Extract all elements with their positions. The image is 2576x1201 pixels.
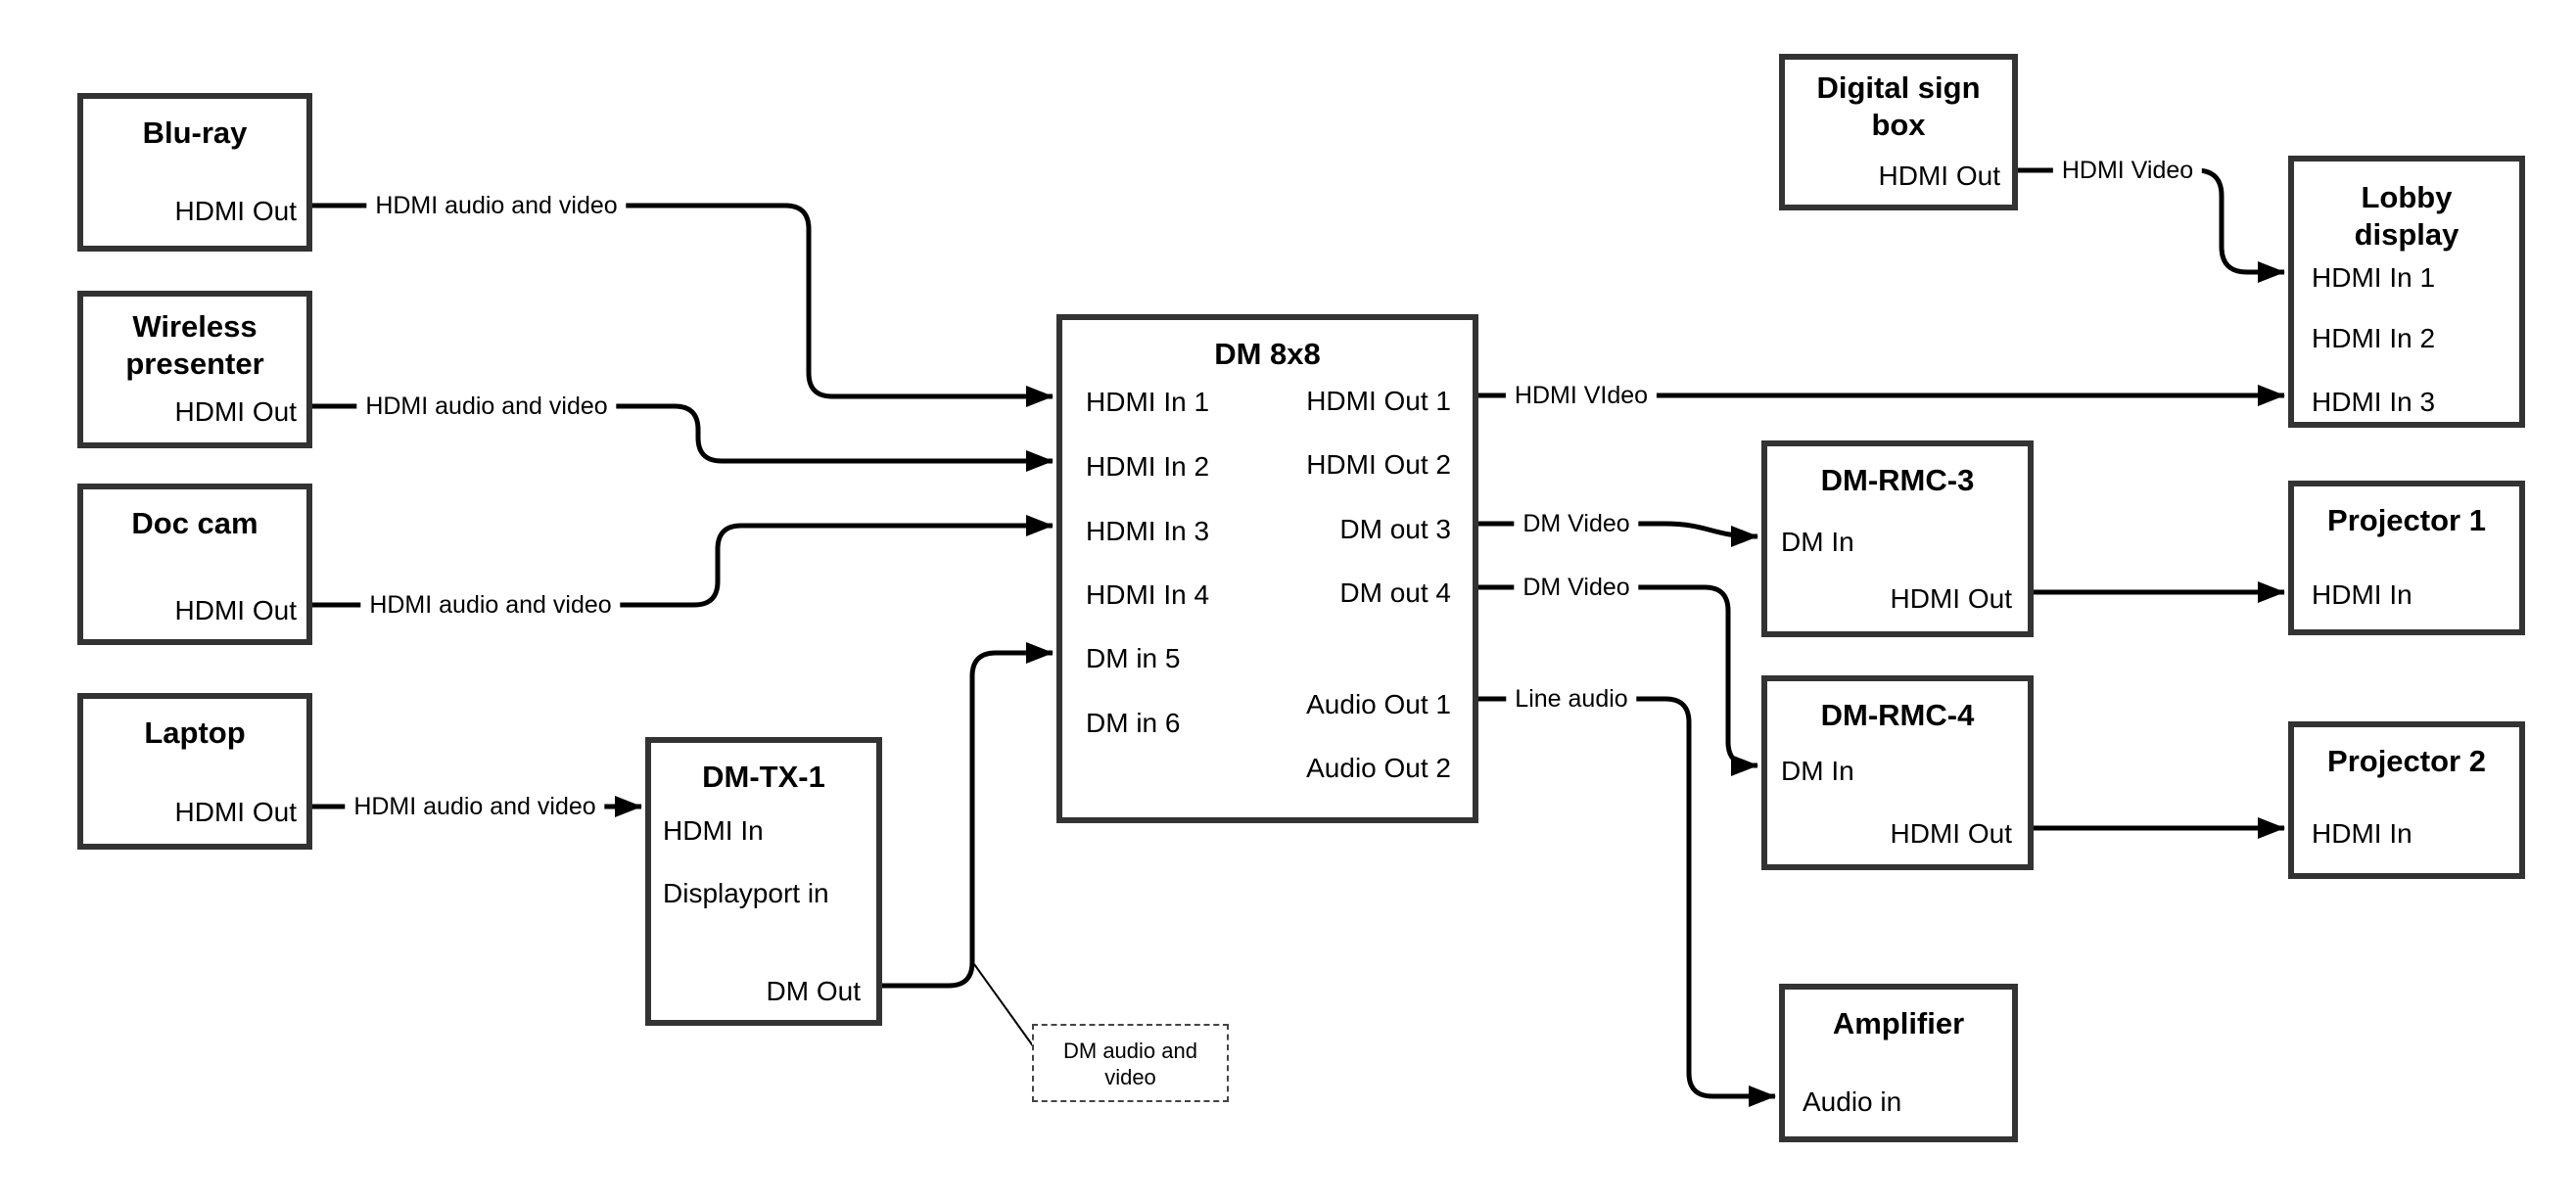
note-dm-audio-video: DM audio and video bbox=[1032, 1024, 1229, 1102]
port-dm8x8-hdmi-in-3: HDMI In 3 bbox=[1086, 516, 1210, 546]
port-dm8x8-hdmi-in-4: HDMI In 4 bbox=[1086, 579, 1210, 610]
port-laptop-hdmi-out: HDMI Out bbox=[174, 797, 297, 827]
port-dm8x8-dm-out-3: DM out 3 bbox=[1339, 514, 1451, 544]
port-doccam-hdmi-out: HDMI Out bbox=[174, 595, 297, 625]
edge-dm8x8-out4-to-rmc4 bbox=[1478, 584, 1758, 776]
port-dm8x8-dm-out-4: DM out 4 bbox=[1339, 577, 1451, 608]
port-dm8x8-audio-out-2: Audio Out 2 bbox=[1306, 753, 1451, 783]
edge-label-line-audio: Line audio bbox=[1506, 684, 1637, 714]
node-title: DM-RMC-4 bbox=[1820, 698, 1975, 732]
port-rmc4-hdmi-out: HDMI Out bbox=[1890, 818, 2012, 849]
edge-label-digitalsign: HDMI Video bbox=[2052, 156, 2203, 185]
node-title: Laptop bbox=[144, 716, 246, 750]
port-lobby-hdmi-in-2: HDMI In 2 bbox=[2312, 323, 2436, 353]
edge-label-dm-video-out3: DM Video bbox=[1514, 509, 1639, 538]
port-bluray-hdmi-out: HDMI Out bbox=[174, 196, 297, 226]
port-dm8x8-audio-out-1: Audio Out 1 bbox=[1306, 689, 1451, 719]
edge-label-wireless: HDMI audio and video bbox=[356, 392, 617, 421]
note-leader-line bbox=[973, 963, 1035, 1048]
port-dm8x8-hdmi-out-2: HDMI Out 2 bbox=[1306, 449, 1451, 480]
port-rmc3-dm-in: DM In bbox=[1781, 527, 1854, 557]
edge-doccam-to-dm8x8-in3 bbox=[312, 515, 1054, 608]
node-title: Projector 2 bbox=[2327, 744, 2486, 778]
edge-label-dm-video-out4: DM Video bbox=[1514, 573, 1639, 602]
port-dm8x8-hdmi-out-1: HDMI Out 1 bbox=[1306, 386, 1451, 416]
port-dmtx1-dm-out: DM Out bbox=[766, 976, 861, 1006]
edge-digitalsign-to-lobby-in1 bbox=[2018, 167, 2285, 283]
port-amp-audio-in: Audio in bbox=[1803, 1086, 1902, 1117]
node-dm-rmc-3: DM-RMC-3 DM In HDMI Out bbox=[1761, 440, 2034, 637]
edge-dmtx1-to-dm8x8-in5 bbox=[882, 642, 1054, 989]
port-wireless-hdmi-out: HDMI Out bbox=[174, 396, 297, 427]
edge-label-laptop: HDMI audio and video bbox=[345, 792, 605, 821]
node-dm-rmc-4: DM-RMC-4 DM In HDMI Out bbox=[1761, 675, 2034, 870]
port-proj2-hdmi-in: HDMI In bbox=[2312, 818, 2412, 849]
node-lobby-display: Lobby display HDMI In 1 HDMI In 2 HDMI I… bbox=[2288, 156, 2525, 428]
port-rmc3-hdmi-out: HDMI Out bbox=[1890, 583, 2012, 614]
port-proj1-hdmi-in: HDMI In bbox=[2312, 579, 2412, 610]
port-dmtx1-displayport-in: Displayport in bbox=[663, 878, 829, 908]
node-title: Amplifier bbox=[1832, 1006, 1965, 1040]
port-dmtx1-hdmi-in: HDMI In bbox=[663, 815, 764, 846]
node-title: Wireless presenter bbox=[125, 309, 264, 381]
edge-label-hdmi-video-out1: HDMI VIdeo bbox=[1505, 381, 1658, 410]
node-doc-cam: Doc cam HDMI Out bbox=[77, 484, 312, 645]
edge-label-bluray: HDMI audio and video bbox=[366, 191, 627, 220]
node-digital-sign-box: Digital sign box HDMI Out bbox=[1779, 54, 2018, 210]
node-title: Digital sign box bbox=[1816, 70, 1981, 142]
edge-dm8x8-audio1-to-amplifier bbox=[1478, 696, 1776, 1107]
node-title: Doc cam bbox=[131, 506, 258, 540]
port-dm8x8-dm-in-6: DM in 6 bbox=[1086, 708, 1181, 738]
node-title: DM-RMC-3 bbox=[1820, 463, 1975, 497]
node-title: DM 8x8 bbox=[1214, 337, 1321, 371]
note-text: DM audio and video bbox=[1063, 1039, 1197, 1089]
node-title: Projector 1 bbox=[2327, 503, 2486, 537]
node-title: Blu-ray bbox=[142, 115, 248, 150]
node-bluray: Blu-ray HDMI Out bbox=[77, 93, 312, 252]
node-title: DM-TX-1 bbox=[702, 760, 825, 794]
edge-wireless-to-dm8x8-in2 bbox=[312, 403, 1054, 472]
port-dm8x8-hdmi-in-1: HDMI In 1 bbox=[1086, 387, 1210, 417]
port-lobby-hdmi-in-3: HDMI In 3 bbox=[2312, 387, 2436, 417]
port-lobby-hdmi-in-1: HDMI In 1 bbox=[2312, 262, 2436, 293]
node-dm-8x8: DM 8x8 HDMI In 1 HDMI In 2 HDMI In 3 HDM… bbox=[1056, 314, 1478, 823]
node-dm-tx-1: DM-TX-1 HDMI In Displayport in DM Out bbox=[645, 737, 882, 1026]
port-dm8x8-hdmi-in-2: HDMI In 2 bbox=[1086, 451, 1210, 482]
port-digitalsign-hdmi-out: HDMI Out bbox=[1878, 161, 2000, 191]
node-projector-1: Projector 1 HDMI In bbox=[2288, 481, 2525, 635]
port-dm8x8-dm-in-5: DM in 5 bbox=[1086, 643, 1181, 673]
node-wireless-presenter: Wireless presenter HDMI Out bbox=[77, 291, 312, 448]
port-rmc4-dm-in: DM In bbox=[1781, 756, 1854, 786]
node-amplifier: Amplifier Audio in bbox=[1779, 984, 2018, 1142]
node-laptop: Laptop HDMI Out bbox=[77, 693, 312, 850]
node-title: Lobby display bbox=[2354, 180, 2459, 252]
edge-dm8x8-out3-to-rmc3 bbox=[1478, 521, 1758, 547]
edge-label-doccam: HDMI audio and video bbox=[360, 590, 621, 620]
node-projector-2: Projector 2 HDMI In bbox=[2288, 721, 2525, 879]
edge-bluray-to-dm8x8-in1 bbox=[312, 203, 1054, 407]
